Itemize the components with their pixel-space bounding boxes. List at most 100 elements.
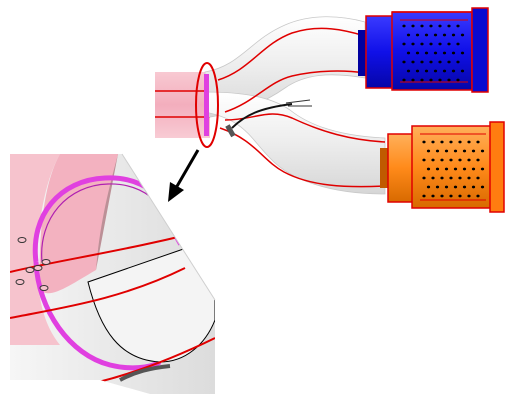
- perforation-hole: [424, 69, 429, 73]
- perforation-hole: [411, 42, 415, 46]
- upper-duct-edge-top: [217, 27, 366, 81]
- perforation-hole: [442, 51, 447, 55]
- perforation-hole: [462, 167, 467, 171]
- perforation-hole: [426, 149, 431, 153]
- perforation-hole: [471, 167, 476, 171]
- perforation-hole: [431, 140, 435, 144]
- perforation-hole: [438, 42, 442, 46]
- perforation-hole: [476, 176, 480, 180]
- zoom-arrow-icon: [168, 149, 200, 202]
- perforation-hole: [476, 140, 480, 144]
- perforation-hole: [453, 185, 458, 189]
- perforation-hole: [424, 51, 429, 55]
- perforation-hole: [420, 24, 424, 28]
- perforation-hole: [420, 78, 424, 82]
- zoom-wire: [119, 364, 171, 382]
- perforation-hole: [411, 78, 415, 82]
- zoom-detail-view: [10, 154, 215, 394]
- perforation-hole: [420, 42, 424, 46]
- thermocouple-wire: [231, 103, 293, 129]
- perforation-hole: [424, 33, 429, 37]
- perforation-hole: [467, 158, 471, 162]
- blue-burner-holes: [402, 24, 465, 82]
- perforation-hole: [451, 33, 456, 37]
- perforation-hole: [440, 176, 444, 180]
- zoom-highlight-ellipse: [195, 62, 219, 148]
- perforation-hole: [442, 33, 447, 37]
- perforation-hole: [438, 24, 442, 28]
- perforation-hole: [458, 140, 462, 144]
- perforation-hole: [406, 33, 411, 37]
- perforation-hole: [402, 78, 406, 82]
- perforation-hole: [462, 185, 467, 189]
- wire-connector: [225, 124, 236, 138]
- perforation-hole: [456, 78, 460, 82]
- upper-duct-edge-bottom: [224, 70, 366, 113]
- perforation-hole: [460, 33, 465, 37]
- blue-burner-icon: [358, 7, 489, 93]
- perforation-hole: [444, 167, 449, 171]
- perforation-hole: [411, 60, 415, 64]
- perforation-hole: [433, 69, 438, 73]
- perforation-hole: [431, 158, 435, 162]
- perforation-hole: [415, 33, 420, 37]
- perforation-hole: [402, 60, 406, 64]
- perforation-hole: [429, 60, 433, 64]
- perforation-hole: [449, 140, 453, 144]
- inlet-pipe: [155, 72, 210, 138]
- perforation-hole: [458, 194, 462, 198]
- perforation-hole: [415, 69, 420, 73]
- zoom-red-line-mid: [10, 267, 186, 319]
- perforation-hole: [458, 158, 462, 162]
- perforation-hole: [435, 149, 440, 153]
- perforation-hole: [422, 176, 426, 180]
- perforation-hole: [476, 194, 480, 198]
- perforation-hole: [431, 194, 435, 198]
- perforation-hole: [467, 194, 471, 198]
- perforation-hole: [449, 194, 453, 198]
- perforation-hole: [471, 185, 476, 189]
- perforation-hole: [456, 24, 460, 28]
- perforation-hole: [411, 24, 415, 28]
- perforation-hole: [406, 69, 411, 73]
- perforation-hole: [456, 60, 460, 64]
- perforation-hole: [449, 176, 453, 180]
- perforation-hole: [426, 185, 431, 189]
- perforation-hole: [471, 149, 476, 153]
- perforation-hole: [444, 185, 449, 189]
- perforation-hole: [480, 167, 485, 171]
- thermocouple-wire-tip: [285, 99, 312, 107]
- zoom-frame-edge: [121, 153, 216, 301]
- perforation-hole: [447, 78, 451, 82]
- perforation-hole: [458, 176, 462, 180]
- perforation-hole: [480, 149, 485, 153]
- perforation-hole: [480, 185, 485, 189]
- perforation-hole: [435, 167, 440, 171]
- perforation-hole: [476, 158, 480, 162]
- perforation-hole: [447, 42, 451, 46]
- perforation-hole: [460, 69, 465, 73]
- perforation-hole: [449, 158, 453, 162]
- perforation-hole: [447, 60, 451, 64]
- orange-burner-holes: [422, 140, 485, 198]
- duct-assembly: [155, 16, 386, 195]
- lower-branch-duct: [204, 91, 386, 195]
- perforation-hole: [422, 194, 426, 198]
- sensor-ring-icon: [204, 74, 209, 136]
- perforation-hole: [440, 158, 444, 162]
- perforation-hole: [451, 51, 456, 55]
- zoom-holes: [15, 237, 51, 291]
- orange-burner-icon: [380, 121, 505, 213]
- perforation-hole: [402, 42, 406, 46]
- perforation-hole: [426, 167, 431, 171]
- perforation-hole: [440, 140, 444, 144]
- perforation-hole: [442, 69, 447, 73]
- perforation-hole: [456, 42, 460, 46]
- zoom-sensor-ring-lower: [33, 261, 162, 371]
- perforation-hole: [420, 60, 424, 64]
- perforation-hole: [429, 78, 433, 82]
- perforation-hole: [402, 24, 406, 28]
- perforation-hole: [431, 176, 435, 180]
- perforation-hole: [422, 140, 426, 144]
- perforation-hole: [453, 167, 458, 171]
